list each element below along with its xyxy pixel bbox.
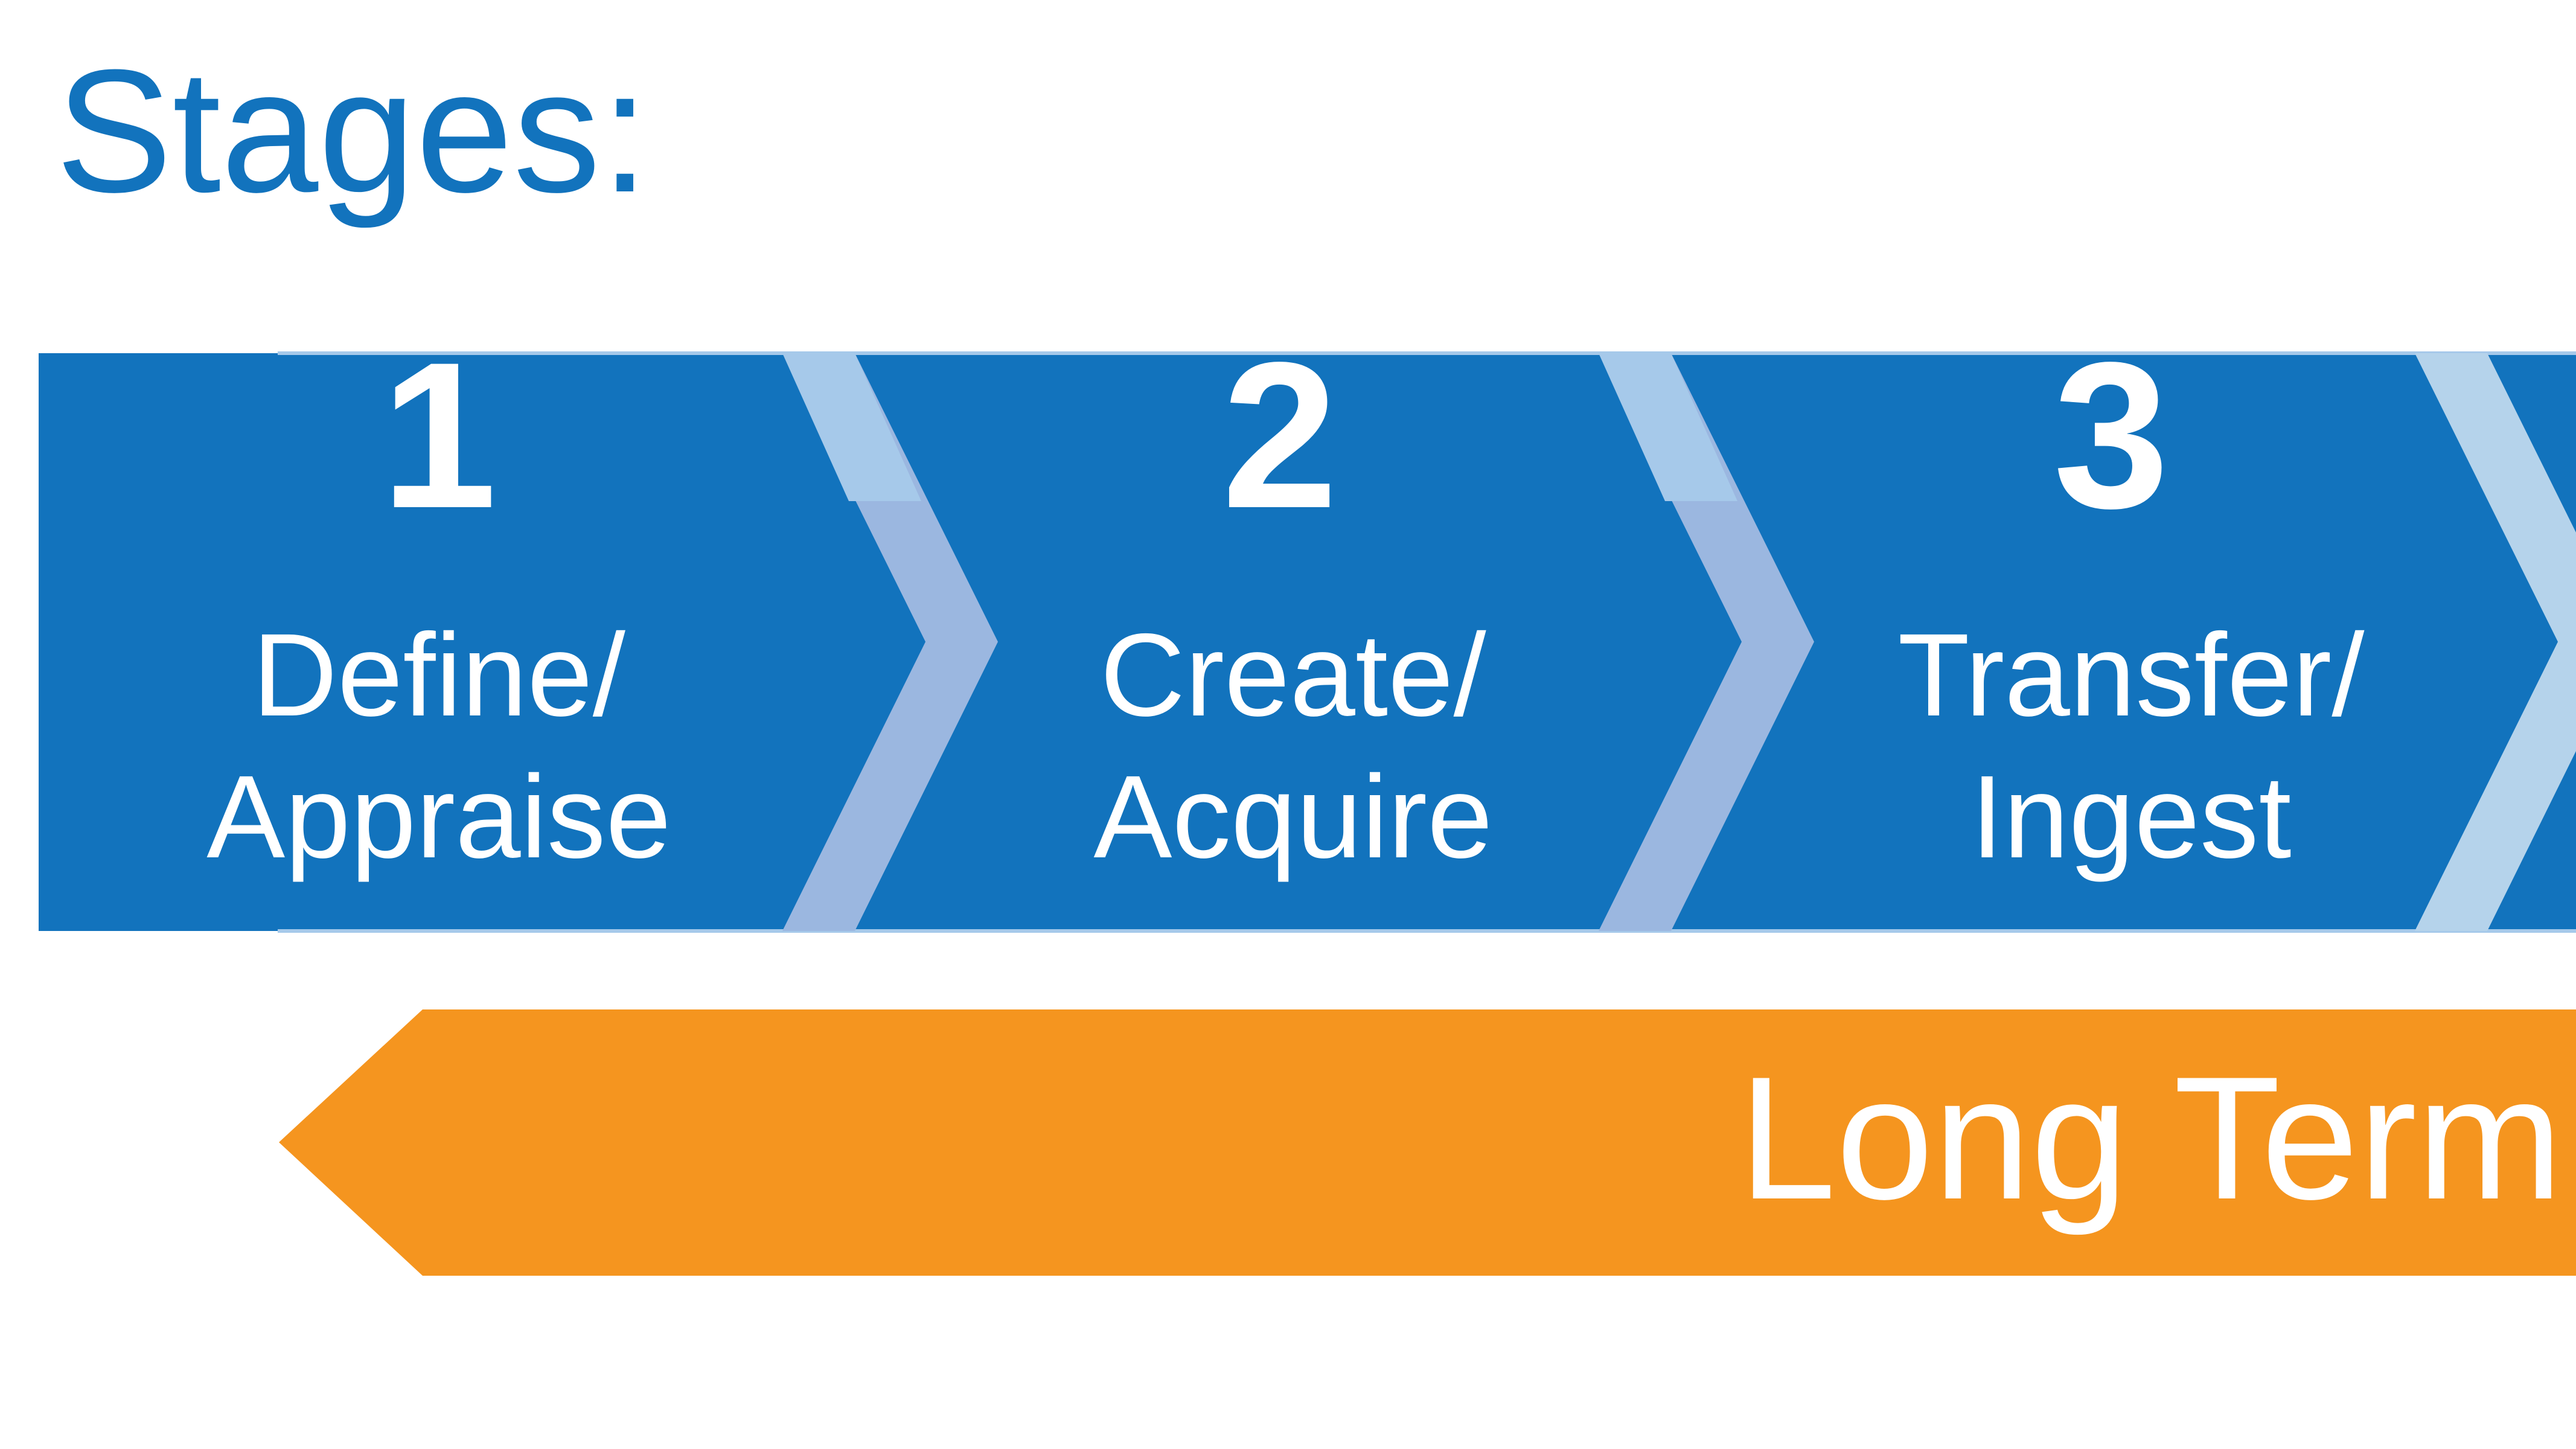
chevron-separator-1-highlight <box>782 353 921 501</box>
stage-2-label-line2: Acquire <box>1093 751 1492 883</box>
stage-1-label-line1: Define/ <box>252 609 626 741</box>
stage-2-label-line1: Create/ <box>1100 609 1486 741</box>
stage-3-label-line1: Transfer/ <box>1898 609 2365 741</box>
stage-2-number: 2 <box>1222 319 1338 552</box>
stage-1-number: 1 <box>381 319 497 552</box>
chevron-separator-3 <box>2415 353 2576 931</box>
stage-3-number: 3 <box>2053 319 2169 552</box>
chevron-separator-2-highlight <box>1599 353 1737 501</box>
stage-1-label-line2: Appraise <box>206 751 671 883</box>
stage-3-label-line2: Ingest <box>1970 751 2291 883</box>
bottom-arrow-label: Long Term I <box>1739 1040 2576 1236</box>
stage-band <box>39 353 2576 931</box>
bottom-arrow <box>279 1009 2576 1276</box>
page-title: Stages: <box>56 33 650 229</box>
